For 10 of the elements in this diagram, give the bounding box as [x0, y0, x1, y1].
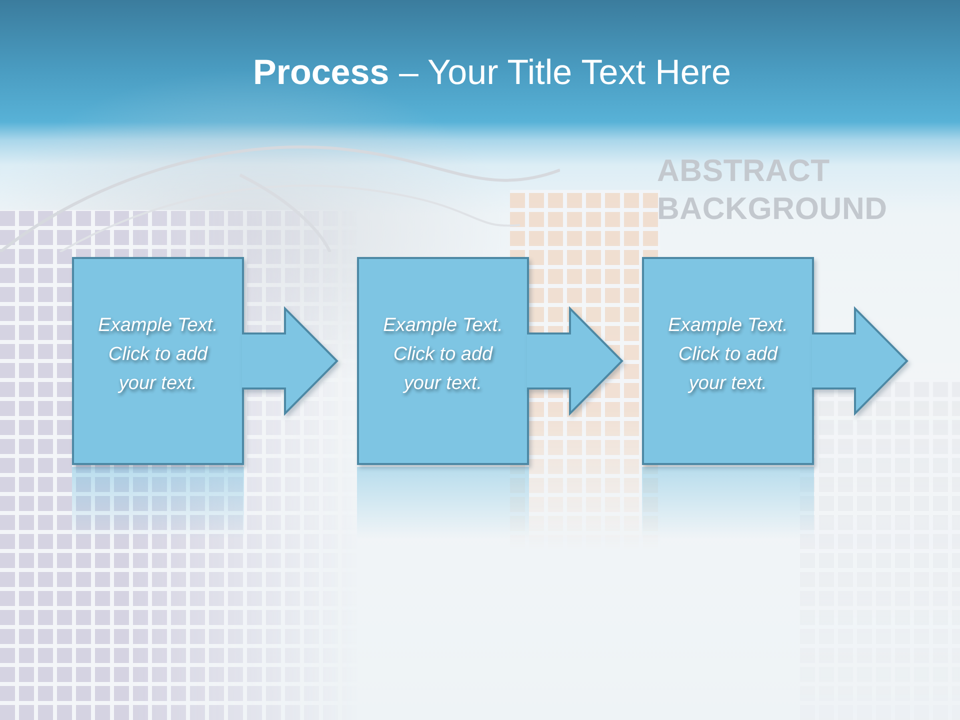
node-text: Example Text. Click to add your text. [97, 314, 219, 396]
node-text: Example Text. Click to add your text. [382, 314, 504, 396]
node-text: Example Text. Click to add your text. [667, 314, 789, 396]
block-arrow [241, 306, 338, 416]
process-box [72, 257, 244, 465]
process-box [357, 257, 529, 465]
process-box [642, 257, 814, 465]
block-arrow [811, 306, 908, 416]
block-arrow [526, 306, 624, 416]
slide-title: Process – Your Title Text Here [253, 52, 731, 94]
